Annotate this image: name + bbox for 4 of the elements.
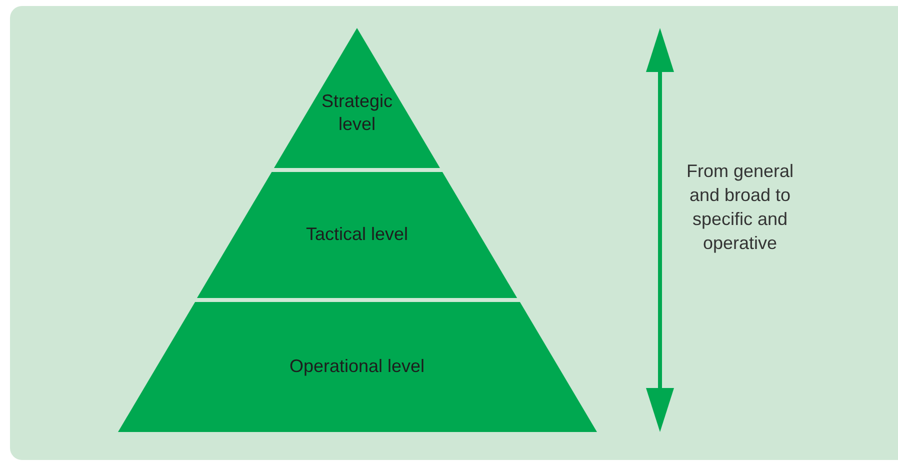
direction-note: From general and broad to specific and operative — [685, 160, 795, 255]
level-label: Tactical level — [304, 223, 409, 246]
level-label: Operational level — [288, 355, 426, 378]
level-label: Strategic level — [320, 90, 394, 136]
